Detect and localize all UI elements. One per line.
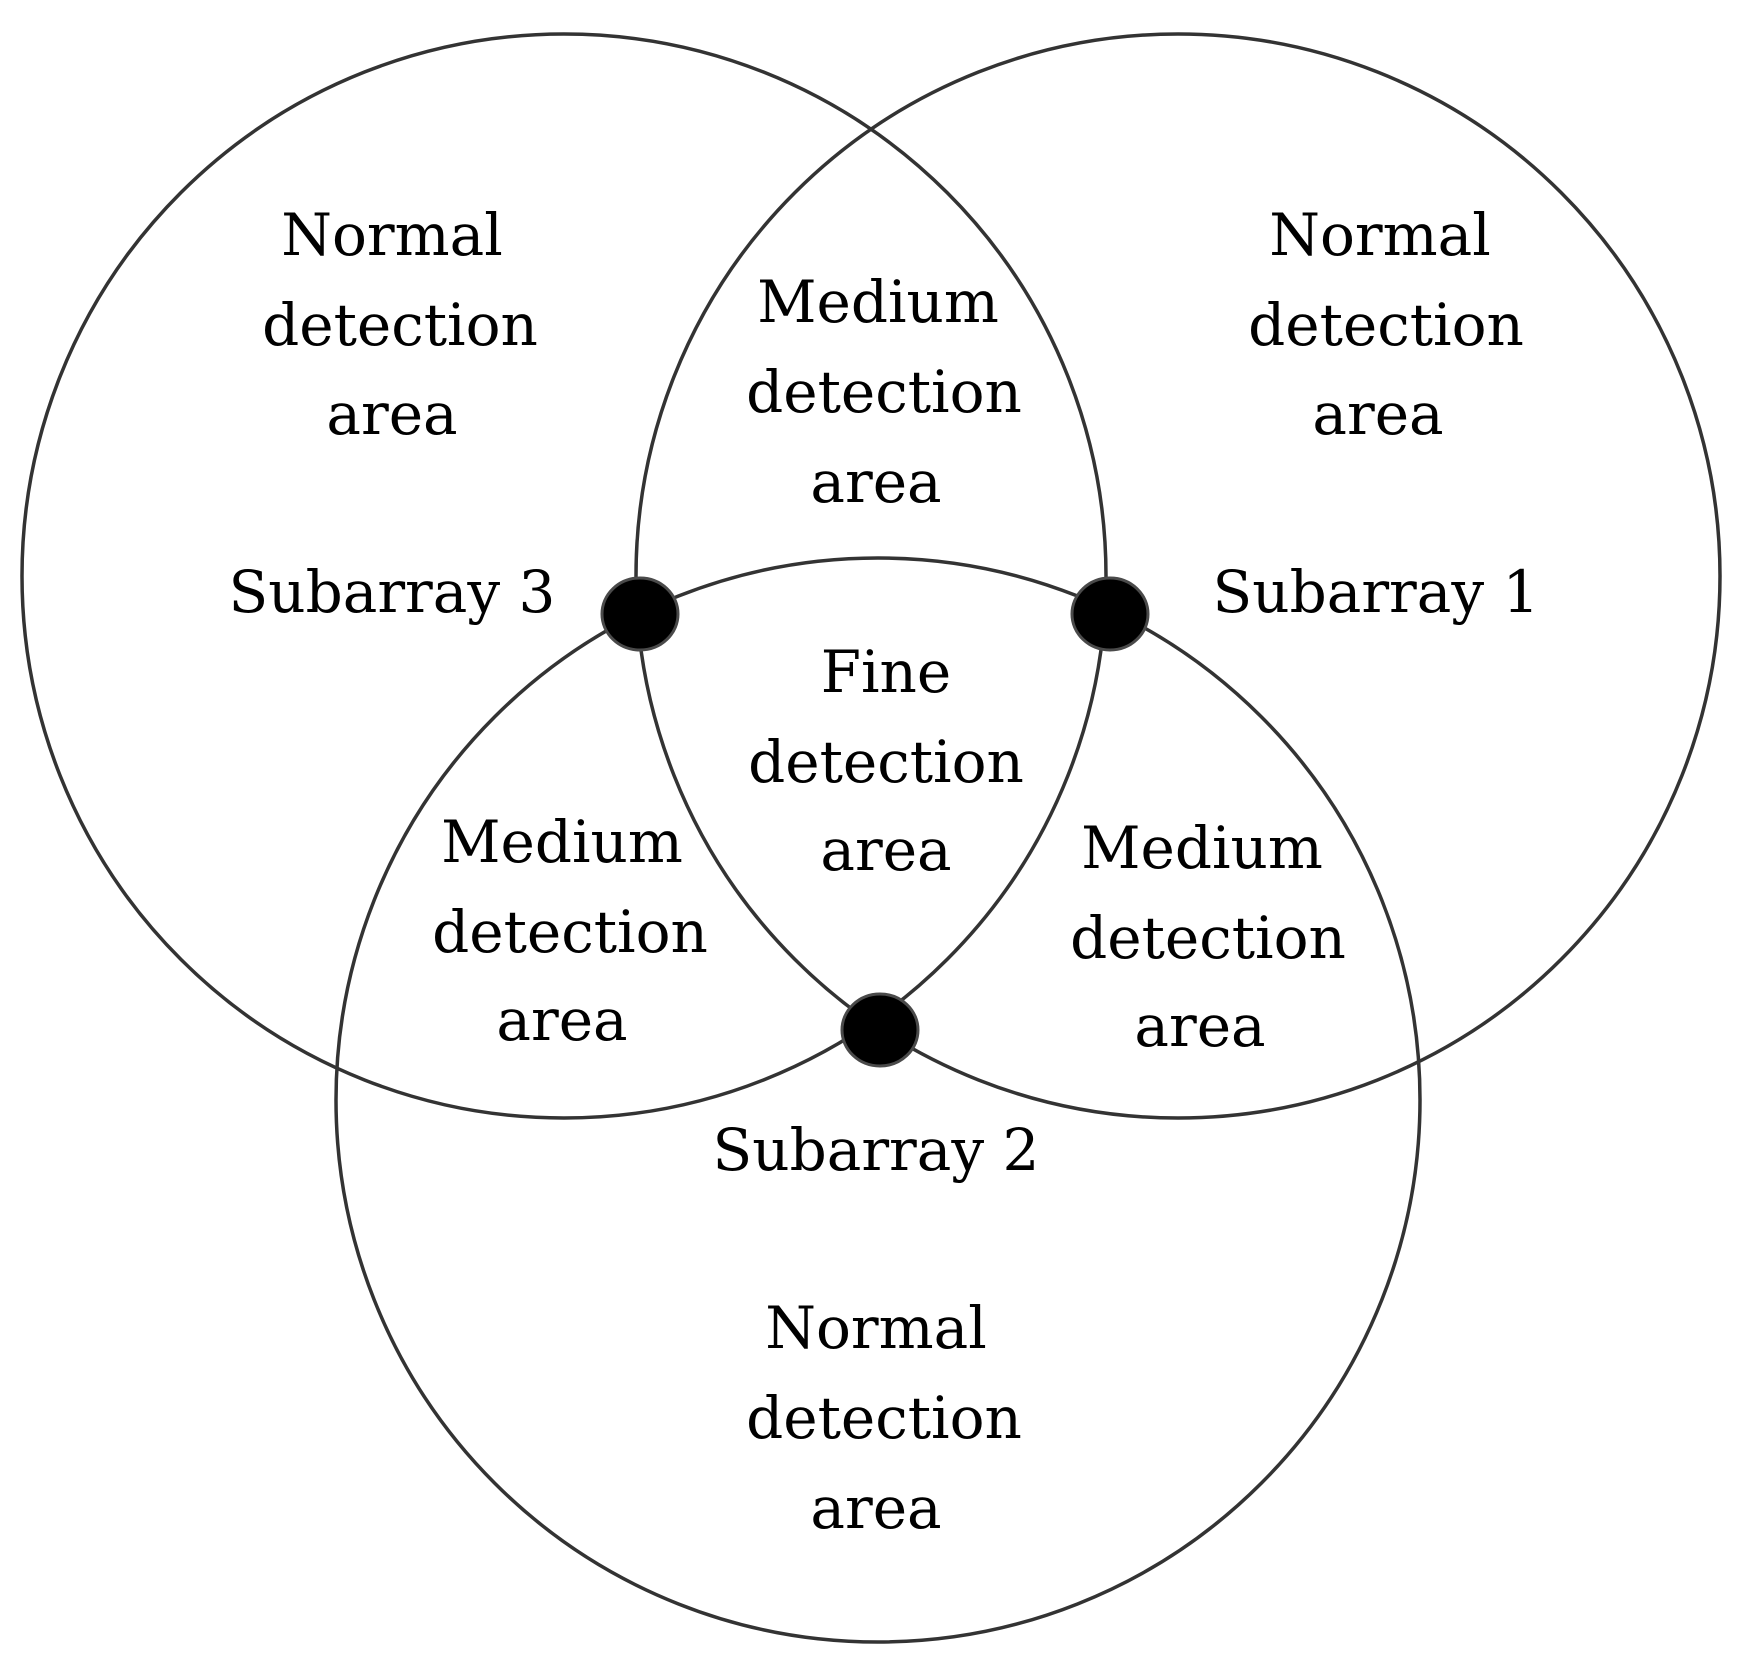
subarray-1-node bbox=[1070, 576, 1150, 652]
region-label-line: Medium bbox=[757, 268, 999, 336]
region-label-line: area bbox=[810, 448, 941, 516]
region-label-line: area bbox=[820, 816, 951, 884]
region-label-line: area bbox=[1134, 992, 1265, 1060]
subarray-1-coverage-circle bbox=[634, 32, 1722, 1120]
region-label-line: detection bbox=[1248, 291, 1524, 359]
region-label-line: area bbox=[326, 380, 457, 448]
subarray-2-coverage-circle bbox=[334, 556, 1422, 1644]
fine-detection-area-label: Fine detection area bbox=[748, 638, 1024, 884]
region-label-line: area bbox=[810, 1474, 941, 1542]
region-label-line: Medium bbox=[1081, 814, 1323, 882]
region-label-line: area bbox=[1312, 380, 1443, 448]
region-label-line: area bbox=[496, 986, 627, 1054]
normal-detection-area-bottom-label: Normal detection area bbox=[746, 1294, 1022, 1542]
region-label-line: Normal bbox=[765, 1294, 987, 1362]
subarray-3-label: Subarray 3 bbox=[229, 558, 556, 626]
subarray-3-node bbox=[600, 576, 680, 652]
medium-detection-area-top-label: Medium detection area bbox=[746, 268, 1022, 516]
subarray-1-label: Subarray 1 bbox=[1213, 558, 1540, 626]
subarray-2-node bbox=[840, 992, 920, 1068]
region-label-line: detection bbox=[262, 291, 538, 359]
region-label-line: detection bbox=[1070, 904, 1346, 972]
region-label-line: detection bbox=[432, 898, 708, 966]
subarray-2-label: Subarray 2 bbox=[713, 1116, 1040, 1184]
region-label-line: Normal bbox=[1269, 201, 1491, 269]
region-label-line: Normal bbox=[281, 201, 503, 269]
region-label-line: detection bbox=[746, 1384, 1022, 1452]
region-label-line: detection bbox=[748, 728, 1024, 796]
region-label-line: detection bbox=[746, 358, 1022, 426]
subarray-3-coverage-circle bbox=[20, 32, 1108, 1120]
normal-detection-area-top-right-label: Normal detection area bbox=[1248, 201, 1524, 448]
medium-detection-area-left-label: Medium detection area bbox=[432, 808, 708, 1054]
region-label-line: Fine bbox=[821, 638, 951, 706]
region-label-line: Medium bbox=[441, 808, 683, 876]
normal-detection-area-top-left-label: Normal detection area bbox=[262, 201, 538, 448]
medium-detection-area-right-label: Medium detection area bbox=[1070, 814, 1346, 1060]
